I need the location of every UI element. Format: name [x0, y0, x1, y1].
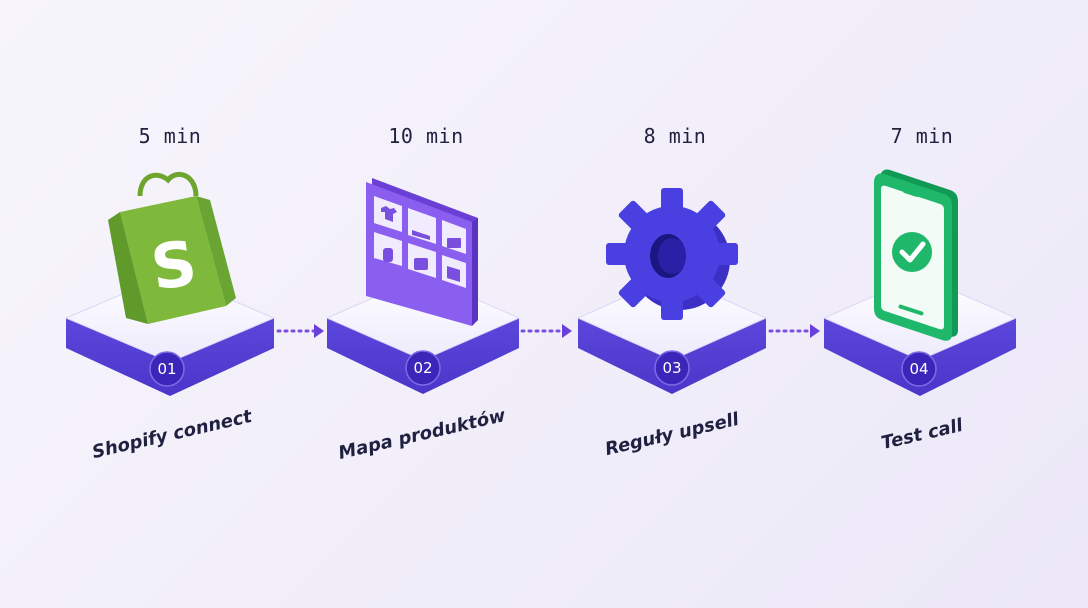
gear-icon: [606, 188, 738, 320]
step-duration-4: 7 min: [890, 124, 954, 148]
step-number: 01: [157, 360, 176, 378]
svg-text:S: S: [147, 226, 201, 305]
step-duration-2: 10 min: [388, 124, 464, 148]
phone-check-icon: [874, 169, 958, 341]
shopify-bag-icon: S: [108, 172, 236, 324]
product-grid-icon: [366, 178, 478, 326]
connector-1-2: [276, 324, 324, 338]
step-badge-1: 01: [149, 351, 185, 387]
step-duration-3: 8 min: [643, 124, 707, 148]
step-duration-1: 5 min: [138, 124, 202, 148]
step-badge-4: 04: [901, 351, 937, 387]
connector-2-3: [520, 324, 572, 338]
step-badge-3: 03: [654, 350, 690, 386]
step-number: 02: [413, 359, 432, 377]
connector-3-4: [768, 324, 820, 338]
step-number: 04: [909, 360, 928, 378]
step-badge-2: 02: [405, 350, 441, 386]
step-number: 03: [662, 359, 681, 377]
